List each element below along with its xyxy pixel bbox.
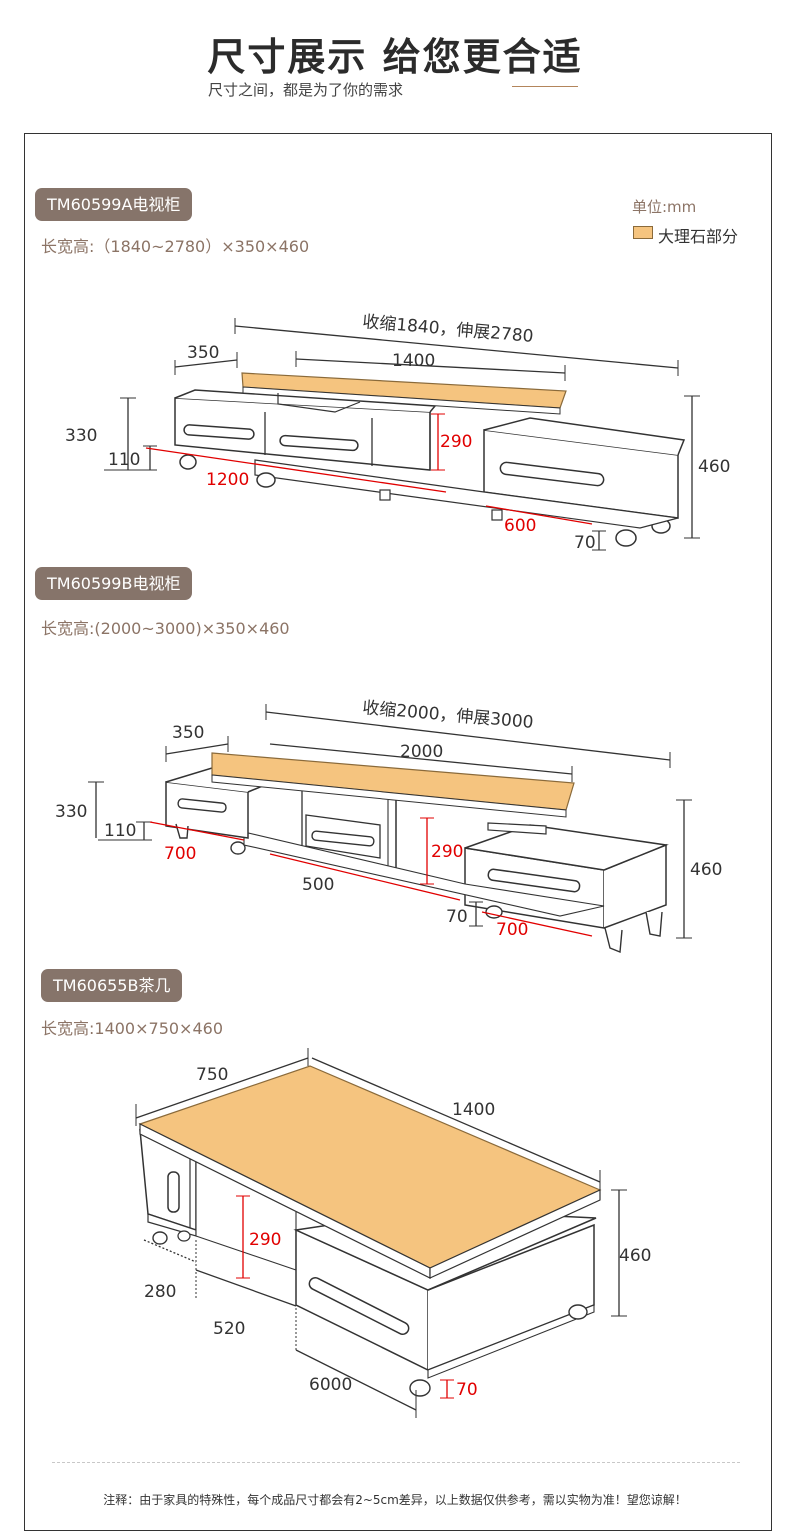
product-tag-tm60599a: TM60599A电视柜 xyxy=(35,188,193,221)
dim-b-inner: 290 xyxy=(431,842,463,862)
dim-b-leg: 110 xyxy=(104,821,136,841)
dim-a-base-left: 1200 xyxy=(206,470,249,490)
dim-c-base: 6000 xyxy=(309,1375,352,1395)
dim-b-base-right: 700 xyxy=(496,920,528,940)
tv-cabinet-b-drawing: 收缩2000，伸展3000 2000 350 330 110 700 290 5… xyxy=(55,698,722,953)
dim-c-inner: 290 xyxy=(249,1230,281,1250)
dim-a-base-right: 600 xyxy=(504,516,536,536)
dim-a-height-left: 330 xyxy=(65,426,97,446)
product-spec-tm60655b: 长宽高:1400×750×460 xyxy=(41,1019,224,1038)
tv-cabinet-a-drawing: 收缩1840，伸展2780 1400 350 330 110 290 1200 … xyxy=(65,312,730,553)
dim-b-foot: 70 xyxy=(446,907,468,927)
page-subtitle: 尺寸之间，都是为了你的需求 xyxy=(208,81,404,99)
dim-a-inner: 290 xyxy=(440,432,472,452)
dim-c-mid: 520 xyxy=(213,1319,245,1339)
footer-divider xyxy=(52,1462,740,1463)
dim-c-width: 750 xyxy=(196,1065,228,1085)
product-tag-tm60655b: TM60655B茶几 xyxy=(41,969,183,1002)
coffee-table-drawing: 750 1400 290 460 280 520 6000 70 xyxy=(135,1048,651,1418)
product-spec-tm60599b: 长宽高:(2000~3000)×350×460 xyxy=(41,619,290,638)
dim-b-height-left: 330 xyxy=(55,802,87,822)
product-tag-tm60599b: TM60599B电视柜 xyxy=(35,567,193,600)
marble-swatch xyxy=(633,226,653,239)
dim-b-base-mid: 500 xyxy=(302,875,334,895)
dim-a-length: 收缩1840，伸展2780 xyxy=(362,312,535,347)
title-rule xyxy=(512,86,578,87)
dim-a-depth: 350 xyxy=(187,343,219,363)
dim-a-top: 1400 xyxy=(392,351,435,371)
dim-b-depth: 350 xyxy=(172,723,204,743)
content-frame xyxy=(24,133,772,1531)
dim-c-length: 1400 xyxy=(452,1100,495,1120)
dim-b-top: 2000 xyxy=(400,742,443,762)
dim-b-height-right: 460 xyxy=(690,860,722,880)
marble-legend-label: 大理石部分 xyxy=(658,227,739,246)
dim-a-leg: 110 xyxy=(108,450,140,470)
dim-a-foot: 70 xyxy=(574,533,596,553)
dim-c-height: 460 xyxy=(619,1246,651,1266)
unit-label: 单位:mm xyxy=(632,198,697,216)
product-spec-tm60599a: 长宽高:（1840~2780）×350×460 xyxy=(41,237,310,256)
dim-c-side: 280 xyxy=(144,1282,176,1302)
dim-b-base-left: 700 xyxy=(164,844,196,864)
page-title: 尺寸展示 给您更合适 xyxy=(207,35,583,79)
footer-note: 注释：由于家具的特殊性，每个成品尺寸都会有2~5cm差异，以上数据仅供参考，需以… xyxy=(103,1493,687,1507)
dim-c-foot: 70 xyxy=(456,1380,478,1400)
dim-a-height-right: 460 xyxy=(698,457,730,477)
dim-b-length: 收缩2000，伸展3000 xyxy=(362,698,535,733)
